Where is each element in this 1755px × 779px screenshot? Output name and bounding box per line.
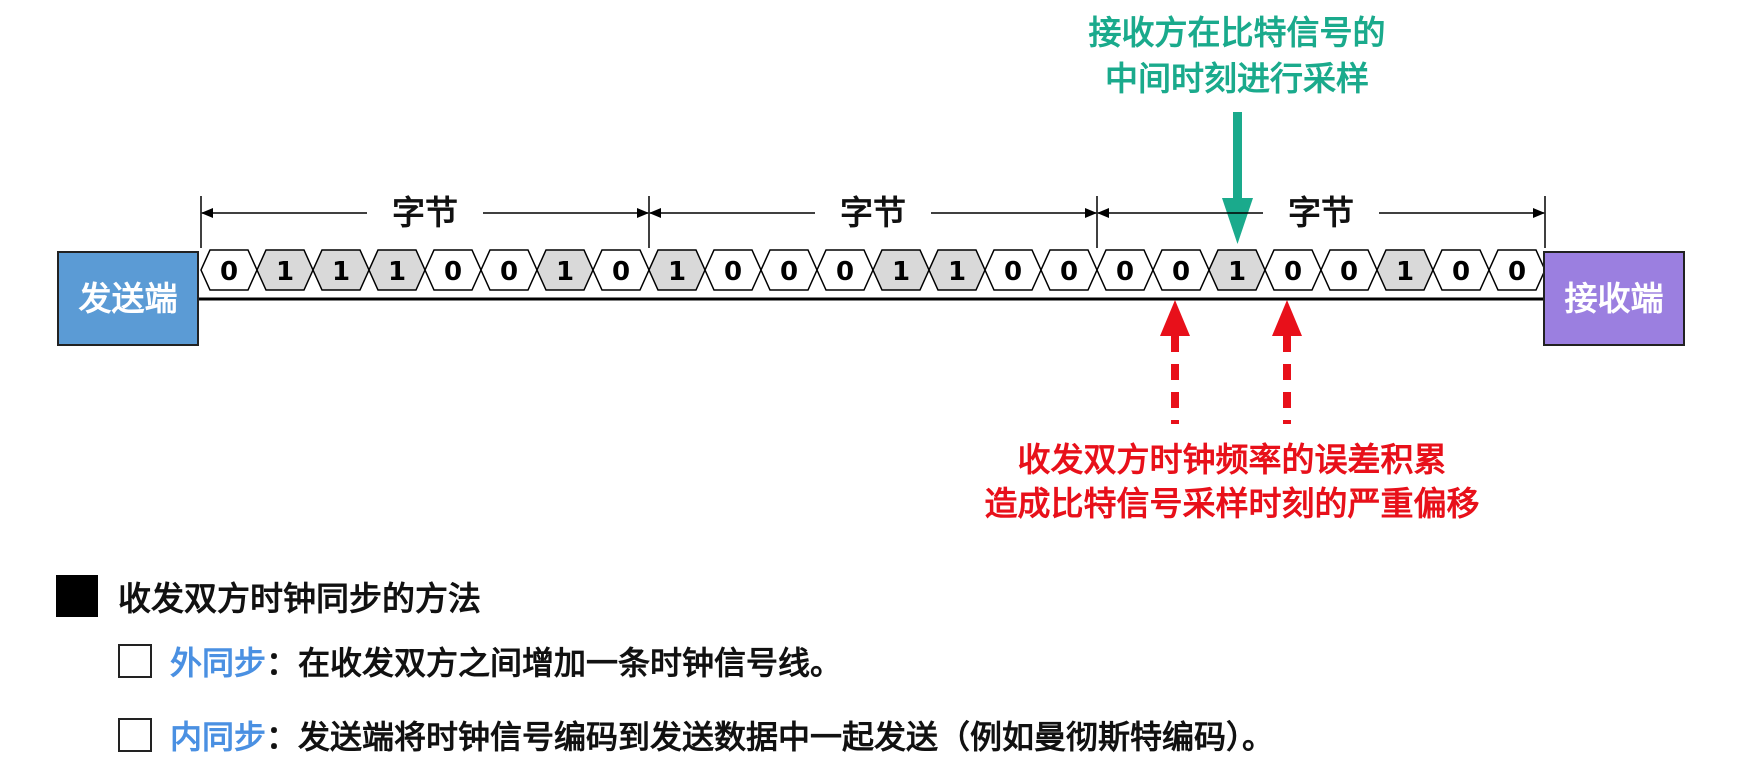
sync-methods-heading: 收发双方时钟同步的方法 [56,572,481,620]
method-text: 在收发双方之间增加一条时钟信号线。 [298,644,843,682]
checkbox-icon [118,718,152,752]
bit-value: 0 [836,257,854,287]
bit-cell: 0 [816,249,874,291]
bit-stream: 0 1 1 1 0 0 1 0 1 0 0 0 1 1 0 0 0 0 1 0 0 1 0 0 [200,249,1546,291]
method-term: 内同步 [170,718,267,756]
bit-cell: 0 [1488,249,1546,291]
sender-box: 发送端 [57,251,199,346]
byte-label: 字节 [840,193,906,232]
error-note-line-2: 造成比特信号采样时刻的严重偏移 [985,484,1480,523]
bit-cell: 0 [200,249,258,291]
receiver-label: 接收端 [1565,279,1664,318]
byte-label: 字节 [1288,193,1354,232]
sample-note: 接收方在比特信号的 中间时刻进行采样 [1089,13,1386,98]
bit-value: 0 [1172,257,1190,287]
bit-value: 0 [724,257,742,287]
bit-cell: 0 [1152,249,1210,291]
bit-value: 1 [556,257,574,287]
bit-cell: 1 [256,249,314,291]
byte-brackets: 字节 字节 字节 [200,193,1546,248]
offset-arrow-1 [1160,300,1190,424]
bit-cell: 0 [480,249,538,291]
method-item-internal: 内同步 ： 发送端将时钟信号编码到发送数据中一起发送（例如曼彻斯特编码）。 [118,712,1274,758]
bit-cell: 0 [1264,249,1322,291]
bit-value: 0 [1004,257,1022,287]
sample-note-line-2: 中间时刻进行采样 [1105,59,1369,98]
offset-arrow-2 [1272,300,1302,424]
bit-value: 0 [500,257,518,287]
bit-cell: 1 [312,249,370,291]
byte-label: 字节 [392,193,458,232]
bit-value: 0 [444,257,462,287]
bit-value: 1 [1396,257,1414,287]
method-text: 发送端将时钟信号编码到发送数据中一起发送（例如曼彻斯特编码）。 [298,718,1275,756]
bit-cell: 0 [1432,249,1490,291]
section-title: 收发双方时钟同步的方法 [118,579,481,618]
method-term: 外同步 [170,644,267,682]
bit-value: 0 [1116,257,1134,287]
bit-value: 0 [1060,257,1078,287]
bit-value: 1 [1228,257,1246,287]
bit-cell: 0 [760,249,818,291]
bit-value: 0 [1452,257,1470,287]
bit-value: 1 [892,257,910,287]
bit-cell: 1 [536,249,594,291]
error-note-line-1: 收发双方时钟频率的误差积累 [1018,440,1447,479]
bit-value: 1 [388,257,406,287]
error-note: 收发双方时钟频率的误差积累 造成比特信号采样时刻的严重偏移 [985,440,1480,523]
bullet-square-icon [56,575,98,617]
bit-value: 0 [1284,257,1302,287]
checkbox-icon [118,644,152,678]
bit-cell: 0 [592,249,650,291]
bit-cell: 0 [1040,249,1098,291]
method-colon: ： [266,718,299,756]
bit-cell: 1 [1376,249,1434,291]
bit-value: 1 [332,257,350,287]
bit-cell: 0 [984,249,1042,291]
receiver-box: 接收端 [1543,251,1685,346]
bit-value: 1 [276,257,294,287]
bit-cell: 0 [704,249,762,291]
bit-value: 0 [220,257,238,287]
bit-cell: 1 [368,249,426,291]
sender-label: 发送端 [79,279,178,318]
bit-value: 0 [780,257,798,287]
bit-value: 1 [668,257,686,287]
bit-cell: 1 [648,249,706,291]
bit-cell: 1 [928,249,986,291]
bit-cell: 0 [1096,249,1154,291]
sample-arrow [1222,112,1253,244]
bit-value: 0 [1340,257,1358,287]
bit-cell: 1 [1208,249,1266,291]
bit-cell: 0 [1320,249,1378,291]
bit-value: 1 [948,257,966,287]
method-item-external: 外同步 ： 在收发双方之间增加一条时钟信号线。 [118,638,842,684]
bit-value: 0 [612,257,630,287]
sample-note-line-1: 接收方在比特信号的 [1089,13,1386,52]
bit-cell: 1 [872,249,930,291]
bit-value: 0 [1508,257,1526,287]
method-colon: ： [266,644,299,682]
bit-cell: 0 [424,249,482,291]
